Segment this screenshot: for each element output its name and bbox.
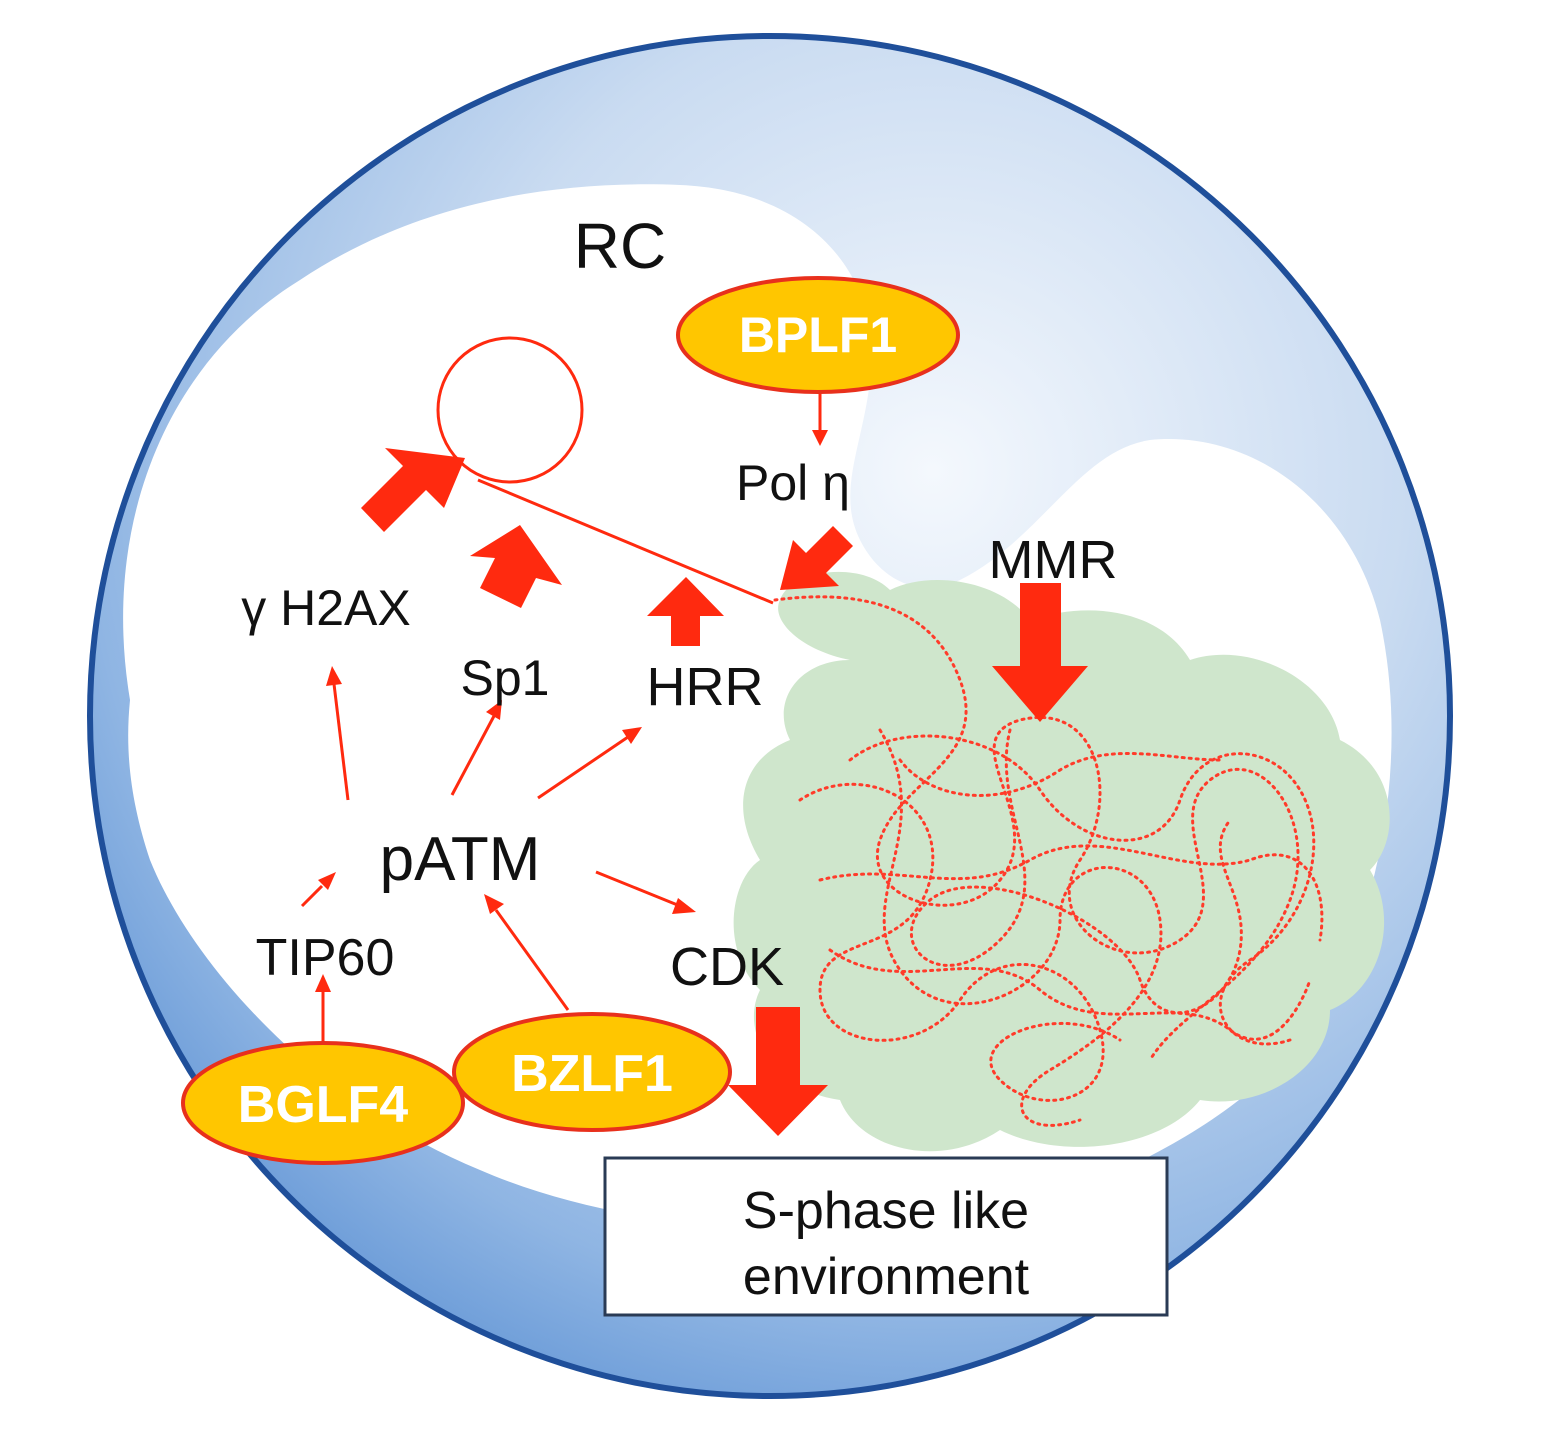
- sphase-line2: environment: [743, 1248, 1030, 1306]
- arrow-mmr-down: [992, 583, 1088, 722]
- arrow-patm-to-sp1: [486, 700, 502, 720]
- label-cdk: CDK: [670, 937, 784, 997]
- label-pol-eta: Pol η: [736, 455, 850, 511]
- label-sp1: Sp1: [461, 650, 550, 706]
- arrow-tip60-to-patm: [318, 872, 336, 890]
- host-chromatin-region: [733, 571, 1390, 1152]
- viral-episome: [436, 336, 584, 484]
- label-hrr: HRR: [647, 657, 764, 717]
- arrow-bplf1-to-poleta: [812, 430, 828, 446]
- label-rc: RC: [574, 210, 666, 282]
- arrow-h2ax-to-episome: [361, 448, 465, 532]
- sphase-line1: S-phase like: [743, 1182, 1029, 1240]
- sphase-box: S-phase like environment: [603, 1156, 1169, 1317]
- host-dna-tangle: [773, 595, 1324, 1127]
- thin-arrows: [300, 392, 828, 1042]
- arrow-sp1-to-episome: [470, 525, 562, 608]
- viral-genome-link: [477, 478, 774, 605]
- oval-bzlf1: BZLF1: [452, 1012, 732, 1132]
- arrow-hrr-up: [647, 577, 724, 646]
- label-mmr: MMR: [989, 530, 1118, 590]
- arrow-poleta-to-chromatin: [780, 526, 853, 590]
- label-tip60: TIP60: [256, 929, 395, 987]
- arrow-patm-to-hrr: [622, 727, 642, 744]
- arrow-bglf4-to-tip60: [315, 974, 331, 992]
- arrow-bzlf1-to-patm: [484, 894, 504, 914]
- oval-bplf1: BPLF1: [676, 276, 960, 394]
- oval-bglf4: BGLF4: [181, 1041, 465, 1165]
- label-bglf4: BGLF4: [238, 1076, 409, 1134]
- label-gamma-h2ax: γ H2AX: [241, 580, 411, 636]
- thick-arrows: [361, 448, 1088, 1136]
- arrow-patm-to-h2ax: [326, 666, 342, 686]
- arrow-patm-to-cdk: [672, 898, 696, 914]
- label-patm: pATM: [380, 825, 541, 894]
- label-bzlf1: BZLF1: [511, 1045, 673, 1103]
- arrow-cdk-to-sphase: [728, 1007, 828, 1136]
- label-bplf1: BPLF1: [739, 307, 897, 363]
